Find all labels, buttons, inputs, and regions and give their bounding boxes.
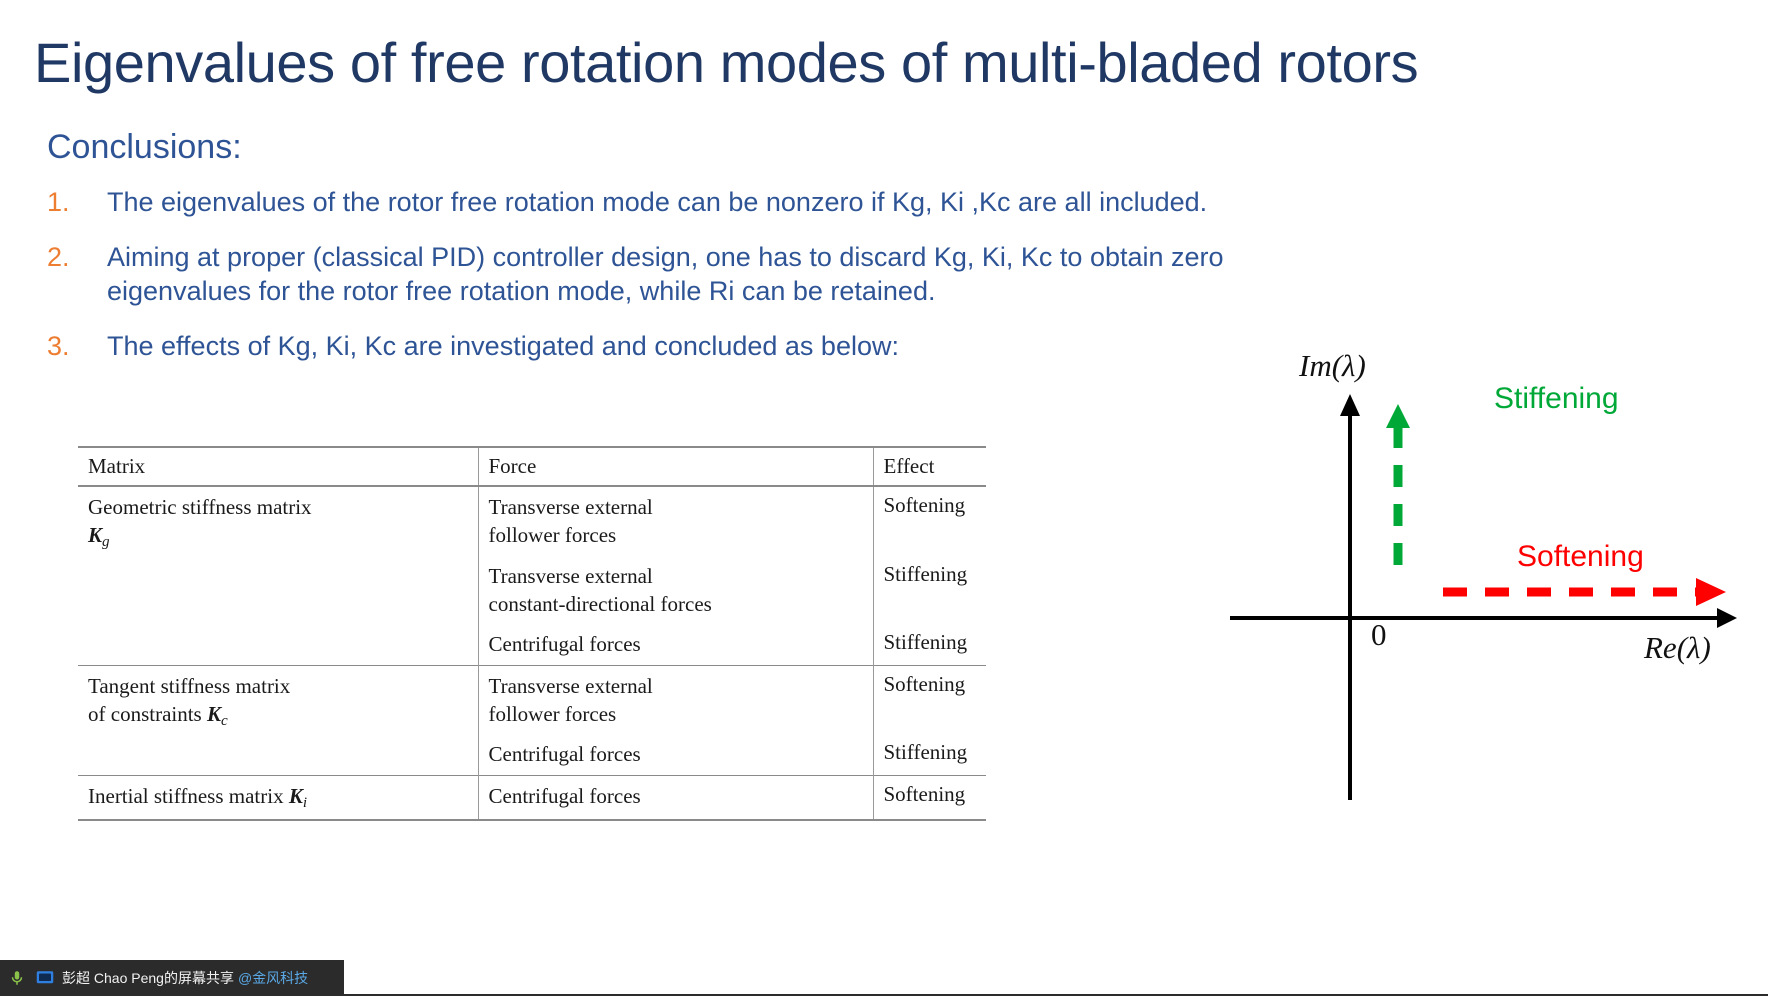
force-line: Centrifugal forces xyxy=(488,742,641,767)
share-status-text: 彭超 Chao Peng的屏幕共享 xyxy=(62,970,234,986)
table-row: Tangent stiffness matrix of constraints … xyxy=(78,664,986,776)
list-item-text: The effects of Kg, Ki, Kc are investigat… xyxy=(107,331,899,362)
matrix-subscript: c xyxy=(221,712,228,729)
re-axis xyxy=(1230,608,1737,628)
matrix-name-cont: of constraints xyxy=(88,702,202,727)
cell-effect: Stiffening xyxy=(872,624,986,666)
screen-share-icon[interactable] xyxy=(34,967,56,989)
cell-effect: Stiffening xyxy=(872,555,986,625)
stiffening-arrow xyxy=(1386,404,1410,565)
table-row: Transverse external constant-directional… xyxy=(78,555,986,625)
cell-matrix-kc: Tangent stiffness matrix of constraints … xyxy=(78,664,478,776)
conclusions-heading: Conclusions: xyxy=(47,128,242,166)
table-header-row: Matrix Force Effect xyxy=(78,446,986,486)
origin-label: 0 xyxy=(1371,617,1387,652)
list-item-text: The eigenvalues of the rotor free rotati… xyxy=(107,187,1208,217)
cell-force: Centrifugal forces xyxy=(477,734,873,776)
im-axis xyxy=(1340,394,1360,800)
cell-matrix-ki: Inertial stiffness matrix Ki xyxy=(78,774,478,821)
force-line: constant-directional forces xyxy=(488,592,712,617)
effects-table-wrapper: Matrix Force Effect Geometric stiffness … xyxy=(78,446,986,821)
conclusions-list: 1. The eigenvalues of the rotor free rot… xyxy=(47,186,1517,386)
list-item-text: Aiming at proper (classical PID) control… xyxy=(107,241,1517,308)
complex-plane-diagram xyxy=(1230,380,1768,800)
matrix-name: Inertial stiffness matrix xyxy=(88,783,284,808)
effects-table: Matrix Force Effect Geometric stiffness … xyxy=(78,446,986,821)
force-line: follower forces xyxy=(488,702,617,727)
im-axis-label: Im(λ) xyxy=(1299,348,1366,383)
softening-label: Softening xyxy=(1517,540,1644,573)
force-line: Centrifugal forces xyxy=(488,783,641,808)
page-title: Eigenvalues of free rotation modes of mu… xyxy=(34,31,1419,94)
matrix-name: Geometric stiffness matrix xyxy=(88,495,312,519)
column-header-matrix: Matrix xyxy=(78,446,478,486)
cell-force: Centrifugal forces xyxy=(477,624,873,666)
cell-force: Transverse external constant-directional… xyxy=(477,555,873,625)
force-line: Transverse external xyxy=(488,495,653,519)
cell-force: Transverse external follower forces xyxy=(477,664,873,735)
list-item-number: 1. xyxy=(47,187,70,217)
list-item: 2. Aiming at proper (classical PID) cont… xyxy=(47,241,1517,308)
taskbar-baseline xyxy=(0,994,1768,996)
list-item: 3. The effects of Kg, Ki, Kc are investi… xyxy=(47,330,1517,363)
list-item-number: 2. xyxy=(47,242,70,273)
matrix-subscript: g xyxy=(102,534,110,551)
cell-force: Transverse external follower forces xyxy=(477,485,873,556)
list-item: 1. The eigenvalues of the rotor free rot… xyxy=(47,186,1517,219)
cell-effect: Softening xyxy=(872,664,986,735)
column-header-effect: Effect xyxy=(872,446,986,486)
force-line: Centrifugal forces xyxy=(488,632,641,657)
column-header-force: Force xyxy=(477,446,873,486)
screen-share-taskbar[interactable]: 彭超 Chao Peng的屏幕共享 @金风科技 xyxy=(0,960,344,996)
microphone-icon[interactable] xyxy=(6,967,28,989)
softening-arrow xyxy=(1443,578,1726,606)
cell-effect: Softening xyxy=(872,774,986,821)
force-line: Transverse external xyxy=(488,563,653,588)
table-row: Inertial stiffness matrix Ki Centrifugal… xyxy=(78,774,986,821)
list-item-line: Aiming at proper (classical PID) control… xyxy=(107,242,1224,273)
force-line: follower forces xyxy=(488,523,617,548)
cell-effect: Softening xyxy=(872,485,986,556)
table-row: Geometric stiffness matrix Kg Transverse… xyxy=(78,484,986,666)
cell-force: Centrifugal forces xyxy=(477,774,873,821)
cell-matrix-kg: Geometric stiffness matrix Kg xyxy=(78,484,478,666)
table-row: Centrifugal forces Stiffening xyxy=(78,734,986,776)
stiffening-label: Stiffening xyxy=(1494,382,1619,415)
cell-effect: Stiffening xyxy=(872,734,986,776)
matrix-symbol: K xyxy=(206,702,221,727)
table-row: Centrifugal forces Stiffening xyxy=(78,624,986,666)
force-line: Transverse external xyxy=(488,673,653,698)
matrix-symbol: K xyxy=(88,523,103,548)
re-axis-label: Re(λ) xyxy=(1644,630,1711,665)
matrix-name: Tangent stiffness matrix xyxy=(88,673,291,698)
org-tag: @金风科技 xyxy=(237,970,309,986)
matrix-subscript: i xyxy=(302,794,308,811)
list-item-line: eigenvalues for the rotor free rotation … xyxy=(107,275,936,306)
matrix-symbol: K xyxy=(288,783,303,808)
list-item-number: 3. xyxy=(47,331,70,362)
